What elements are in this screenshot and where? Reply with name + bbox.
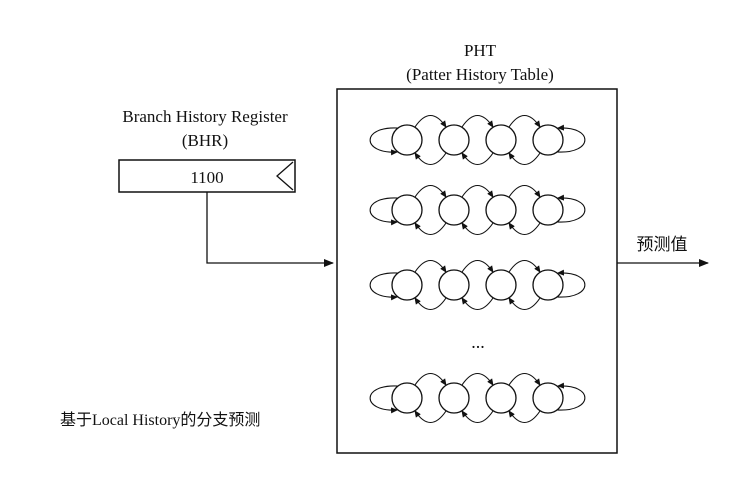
- counter-state: [532, 382, 564, 414]
- transition-arc-backward: [461, 152, 494, 166]
- counter-state: [391, 194, 423, 226]
- transition-arc-forward: [414, 372, 447, 386]
- self-loop-left: [369, 197, 399, 226]
- transition-arc-backward: [414, 222, 447, 236]
- transition-arc-backward: [461, 222, 494, 236]
- self-loop-right: [556, 382, 586, 411]
- counter-state: [532, 124, 564, 156]
- transition-arc-forward: [461, 372, 494, 386]
- bhr-subtitle: (BHR): [182, 131, 228, 150]
- counter-state: [438, 124, 470, 156]
- counter-state: [438, 194, 470, 226]
- bhr-value: 1100: [190, 168, 223, 187]
- fsm-row: [369, 184, 586, 236]
- transition-arc-forward: [461, 114, 494, 128]
- pht-title: PHT: [464, 41, 497, 60]
- transition-arc-forward: [414, 184, 447, 198]
- transition-arc-forward: [414, 114, 447, 128]
- transition-arc-forward: [508, 114, 541, 128]
- diagram-caption: 基于Local History的分支预测: [60, 411, 260, 429]
- pht-box: [336, 88, 618, 454]
- transition-arc-forward: [508, 372, 541, 386]
- self-loop-left: [369, 385, 399, 414]
- transition-arc-forward: [508, 259, 541, 273]
- bhr-index-arrow: [206, 192, 334, 267]
- transition-arc-backward: [508, 410, 541, 424]
- pht-subtitle: (Patter History Table): [406, 65, 554, 84]
- self-loop-right: [556, 269, 586, 298]
- counter-state: [532, 269, 564, 301]
- counter-state: [438, 382, 470, 414]
- counter-state: [485, 269, 517, 301]
- saturating-counter-rows: [369, 114, 586, 424]
- counter-state: [391, 124, 423, 156]
- self-loop-left: [369, 272, 399, 301]
- shift-indicator-icon: [276, 161, 294, 191]
- counter-state: [485, 382, 517, 414]
- fsm-row: [369, 372, 586, 424]
- self-loop-right: [556, 194, 586, 223]
- self-loop-right: [556, 124, 586, 153]
- transition-arc-backward: [508, 297, 541, 311]
- transition-arc-backward: [414, 410, 447, 424]
- transition-arc-forward: [461, 259, 494, 273]
- counter-state: [485, 124, 517, 156]
- transition-arc-backward: [414, 152, 447, 166]
- bhr-title: Branch History Register: [122, 107, 288, 126]
- counter-state: [485, 194, 517, 226]
- transition-arc-backward: [461, 410, 494, 424]
- transition-arc-backward: [461, 297, 494, 311]
- counter-state: [438, 269, 470, 301]
- transition-arc-forward: [414, 259, 447, 273]
- prediction-output-label: 预测值: [637, 235, 688, 254]
- ellipsis: ...: [471, 332, 485, 352]
- counter-state: [532, 194, 564, 226]
- fsm-row: [369, 114, 586, 166]
- transition-arc-forward: [508, 184, 541, 198]
- transition-arc-backward: [508, 222, 541, 236]
- counter-state: [391, 269, 423, 301]
- transition-arc-backward: [414, 297, 447, 311]
- transition-arc-backward: [508, 152, 541, 166]
- counter-state: [391, 382, 423, 414]
- self-loop-left: [369, 127, 399, 156]
- fsm-row: [369, 259, 586, 311]
- transition-arc-forward: [461, 184, 494, 198]
